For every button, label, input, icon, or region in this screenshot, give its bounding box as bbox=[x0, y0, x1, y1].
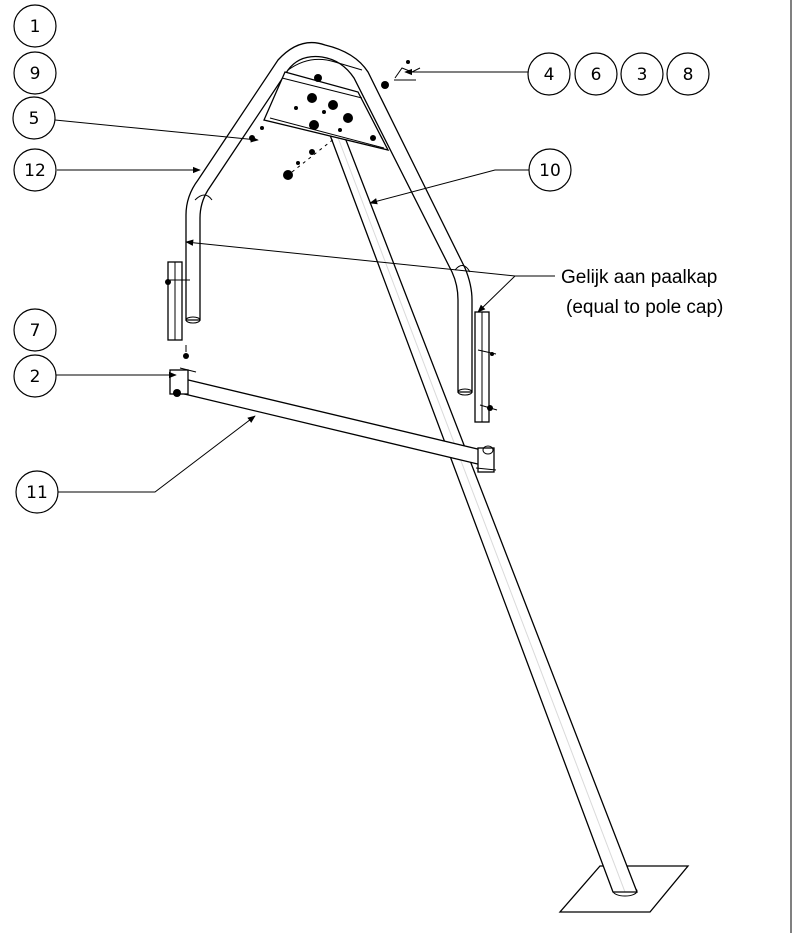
svg-text:3: 3 bbox=[637, 65, 648, 85]
svg-text:10: 10 bbox=[539, 161, 561, 181]
balloon-9: 9 bbox=[13, 51, 57, 95]
balloon-11: 11 bbox=[15, 470, 59, 514]
balloon-1: 1 bbox=[13, 4, 57, 48]
svg-text:2: 2 bbox=[30, 367, 41, 387]
cross-bar-right-end bbox=[475, 445, 497, 473]
svg-text:7: 7 bbox=[30, 321, 41, 341]
balloon-12: 12 bbox=[13, 148, 57, 192]
balloon-7: 7 bbox=[13, 308, 57, 352]
balloon-4: 4 bbox=[527, 52, 571, 96]
note-line-2: (equal to pole cap) bbox=[566, 297, 723, 318]
balloon-10: 10 bbox=[528, 148, 572, 192]
note-line-1: Gelijk aan paalkap bbox=[561, 267, 717, 288]
svg-text:6: 6 bbox=[591, 65, 602, 85]
svg-text:1: 1 bbox=[30, 17, 41, 37]
bracket-plate bbox=[249, 71, 390, 180]
left-clamp bbox=[165, 261, 190, 359]
svg-text:12: 12 bbox=[24, 161, 46, 181]
balloon-3: 3 bbox=[620, 52, 664, 96]
main-pole bbox=[329, 134, 638, 893]
hoop-frame bbox=[185, 41, 473, 396]
balloon-2: 2 bbox=[13, 354, 57, 398]
balloon-6: 6 bbox=[574, 52, 618, 96]
svg-text:4: 4 bbox=[544, 65, 555, 85]
leader-lines bbox=[54, 68, 555, 493]
svg-text:5: 5 bbox=[29, 109, 40, 129]
right-clamp bbox=[474, 311, 498, 423]
bolt-assembly-top bbox=[381, 60, 421, 89]
svg-text:9: 9 bbox=[30, 64, 41, 84]
balloon-5: 5 bbox=[12, 96, 56, 140]
svg-text:8: 8 bbox=[683, 65, 694, 85]
svg-text:11: 11 bbox=[26, 483, 48, 503]
balloon-8: 8 bbox=[666, 52, 710, 96]
